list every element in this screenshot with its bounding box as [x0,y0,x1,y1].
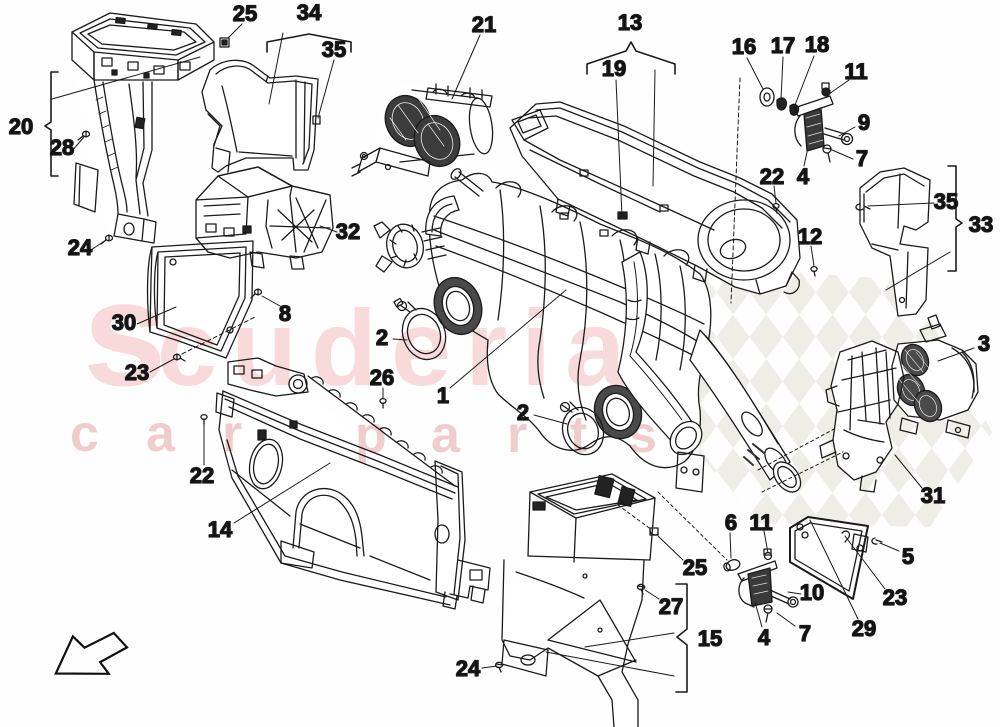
svg-text:18: 18 [805,32,829,57]
svg-text:7: 7 [856,146,868,171]
svg-text:cuderia: cuderia [157,287,639,408]
svg-text:17: 17 [771,33,795,58]
svg-text:10: 10 [800,580,824,605]
svg-text:31: 31 [921,483,945,508]
svg-text:32: 32 [336,219,360,244]
svg-text:8: 8 [279,301,291,326]
svg-text:14: 14 [208,517,233,542]
svg-text:c: c [70,405,99,463]
svg-text:23: 23 [125,360,149,385]
svg-text:7: 7 [799,621,811,646]
svg-text:a: a [146,405,176,463]
svg-text:11: 11 [749,510,772,535]
svg-text:9: 9 [858,110,870,135]
svg-text:t: t [570,406,587,464]
svg-text:2: 2 [517,400,529,425]
svg-text:12: 12 [798,224,822,249]
svg-text:11: 11 [844,59,867,84]
svg-text:35: 35 [322,37,346,62]
svg-text:4: 4 [758,625,771,650]
svg-text:21: 21 [472,12,496,37]
svg-text:24: 24 [456,656,481,681]
svg-text:35: 35 [934,189,958,214]
svg-text:5: 5 [902,544,914,569]
svg-text:r: r [507,406,527,464]
svg-text:34: 34 [297,0,322,25]
svg-text:22: 22 [190,463,214,488]
svg-text:28: 28 [50,135,74,160]
svg-text:13: 13 [618,10,642,35]
svg-text:4: 4 [797,164,810,189]
svg-text:6: 6 [725,510,737,535]
svg-text:3: 3 [978,331,990,356]
svg-text:r: r [222,405,242,463]
svg-text:1: 1 [437,383,449,408]
svg-text:20: 20 [9,114,33,139]
svg-text:19: 19 [602,56,626,81]
svg-text:22: 22 [760,164,784,189]
svg-text:15: 15 [698,626,722,651]
svg-text:29: 29 [852,616,876,641]
svg-text:24: 24 [68,235,93,260]
svg-text:16: 16 [732,34,756,59]
svg-text:27: 27 [659,594,683,619]
svg-text:a: a [431,406,461,464]
svg-text:2: 2 [376,325,388,350]
svg-text:25: 25 [683,555,707,580]
svg-text:30: 30 [112,310,136,335]
svg-text:23: 23 [883,585,907,610]
svg-text:26: 26 [370,365,394,390]
svg-text:25: 25 [233,1,257,26]
svg-text:33: 33 [969,212,993,237]
